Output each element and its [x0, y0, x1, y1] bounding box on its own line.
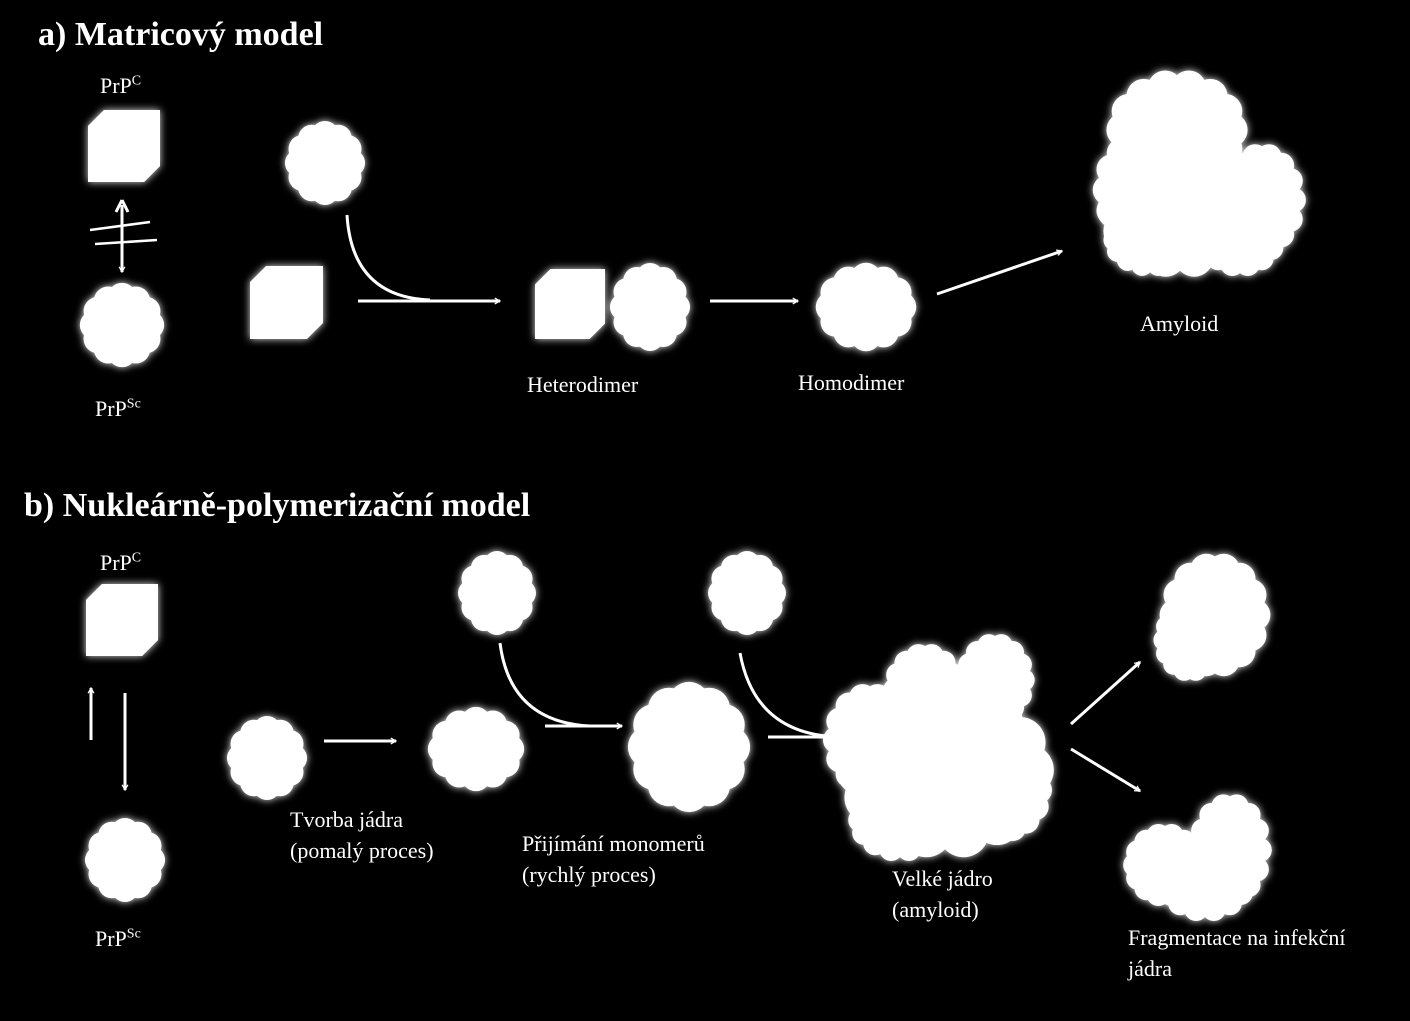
tvorba-line-1: Tvorba jádra	[290, 807, 403, 832]
prijimani-label: Přijímání monomerů (rychlý proces)	[522, 828, 705, 890]
blocked-mark-a	[89, 220, 158, 246]
amyloid-aggregate-a	[1092, 70, 1306, 277]
prpsc-blob-a	[79, 282, 165, 368]
fragmentace-line-1: Fragmentace na infekční	[1128, 925, 1346, 950]
prpc-cube-b	[86, 584, 158, 656]
large-nucleus-b	[822, 634, 1054, 862]
growing-nucleus-b	[627, 681, 751, 813]
prpc-base-a: PrP	[100, 73, 132, 98]
heterodimer-blob	[609, 262, 691, 352]
prpsc-blob-incoming-a	[284, 120, 366, 206]
prpsc-base-b: PrP	[95, 926, 127, 951]
incoming-curve-a	[345, 214, 431, 302]
equilibrium-arrowhead-up-a	[114, 199, 130, 213]
prijimani-line-1: Přijímání monomerů	[522, 831, 705, 856]
homodimer-label: Homodimer	[798, 370, 905, 395]
heterodimer-label: Heterodimer	[527, 372, 639, 397]
tvorba-label: Tvorba jádra (pomalý proces)	[290, 804, 434, 866]
panel-b-title: b) Nukleárně-polymerizační model	[24, 487, 531, 524]
monomer-top-1-b	[458, 551, 536, 635]
prijimani-line-2: (rychlý proces)	[522, 862, 656, 887]
prpc-cube-incoming-a	[250, 266, 323, 339]
prpsc-label-a: PrPSc	[95, 393, 141, 424]
incoming-curve-b1	[498, 642, 591, 728]
prpsc-label-b: PrPSc	[95, 923, 141, 954]
prpsc-sup-a: Sc	[126, 396, 141, 412]
homodimer-blob	[815, 262, 917, 352]
monomer-b	[226, 715, 308, 801]
prpsc-base-a: PrP	[95, 396, 127, 421]
fragment-top-b	[1153, 553, 1271, 681]
prpc-base-b: PrP	[100, 550, 132, 575]
nucleus-b	[427, 706, 525, 792]
prpc-label-b: PrPC	[100, 547, 141, 578]
arrow-to-amyloid	[936, 251, 1062, 296]
fragmentace-label: Fragmentace na infekční jádra	[1128, 922, 1345, 984]
panel-a-title: a) Matricový model	[38, 16, 324, 53]
fragment-bottom-b	[1123, 794, 1272, 922]
arrow-fragment-up	[1069, 660, 1142, 726]
prpc-cube-a	[88, 110, 160, 182]
velke-line-2: (amyloid)	[892, 897, 979, 922]
prpsc-blob-b	[84, 817, 166, 903]
tvorba-line-2: (pomalý proces)	[290, 838, 434, 863]
velke-label: Velké jádro (amyloid)	[892, 863, 993, 925]
prpc-label-a: PrPC	[100, 70, 141, 101]
prpc-sup-b: C	[131, 550, 142, 566]
monomer-top-2-b	[708, 551, 786, 635]
velke-line-1: Velké jádro	[892, 866, 993, 891]
fragmentace-line-2: jádra	[1128, 956, 1172, 981]
arrow-fragment-down	[1070, 747, 1140, 793]
prpsc-sup-b: Sc	[126, 926, 141, 942]
heterodimer-cube	[535, 269, 605, 339]
amyloid-label: Amyloid	[1140, 311, 1219, 336]
prpc-sup-a: C	[131, 73, 142, 89]
incoming-curve-b2	[738, 652, 841, 739]
